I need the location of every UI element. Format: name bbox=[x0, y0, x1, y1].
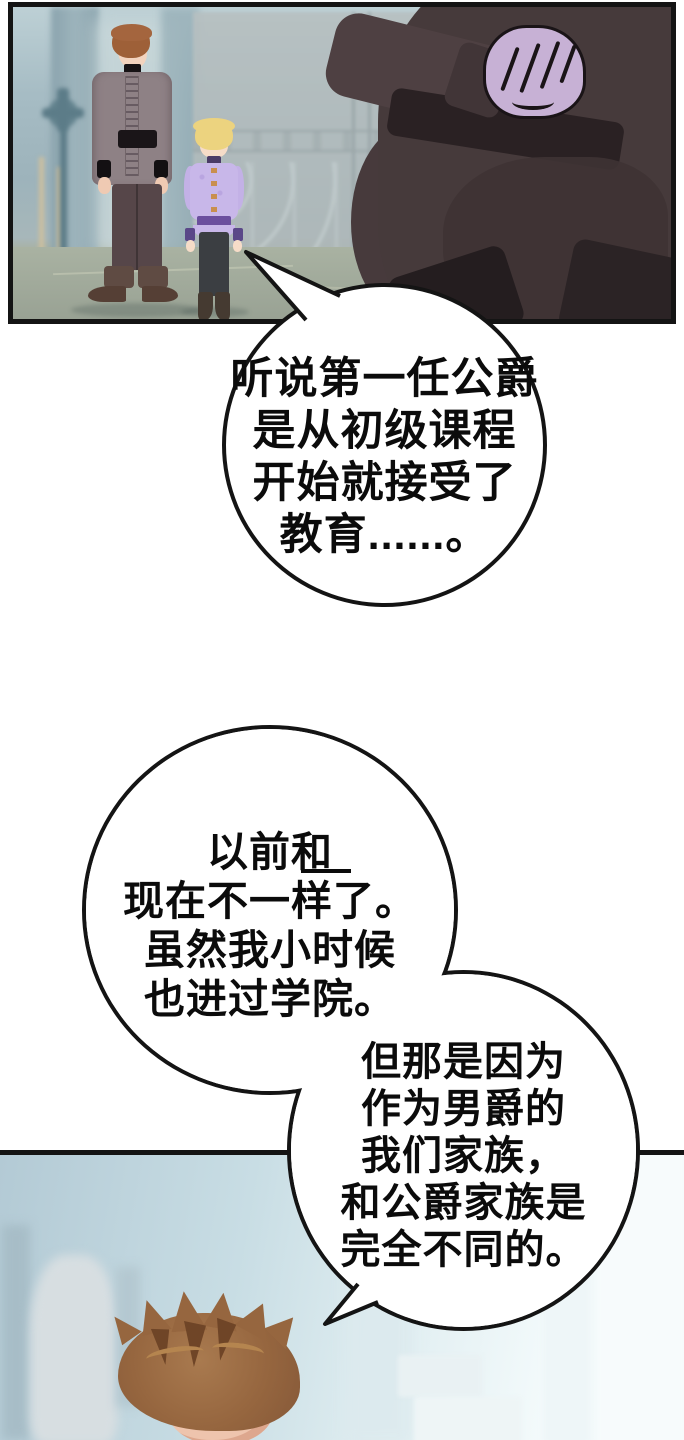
bubble-2-line: 也进过学院。 bbox=[144, 976, 396, 1022]
bubble-3-line: 但那是因为 bbox=[361, 1040, 566, 1084]
bubble-1-line: 听说第一任公爵 bbox=[230, 355, 539, 403]
bubble-2-line: 现在不一样了。 bbox=[123, 878, 417, 924]
comic-panel-top bbox=[8, 2, 676, 324]
boy-shirt-buttons bbox=[211, 168, 217, 216]
bubble-1-line: 是从初级课程 bbox=[252, 407, 517, 455]
fist-finger-crease bbox=[539, 40, 561, 90]
boy-boot bbox=[215, 292, 230, 319]
boy-figure bbox=[184, 118, 244, 319]
boy-collar bbox=[207, 156, 221, 165]
window-sill bbox=[398, 1355, 482, 1397]
boy-hand bbox=[186, 240, 195, 252]
fist-finger-crease bbox=[519, 42, 541, 94]
man-boot-cuff bbox=[104, 266, 134, 288]
background-frame bbox=[39, 157, 44, 277]
fist-thumb-line bbox=[512, 94, 554, 110]
speech-bubble-1 bbox=[222, 283, 547, 607]
candelabra-pole bbox=[60, 126, 67, 256]
man-trousers bbox=[112, 184, 162, 270]
bubble-2-line: 虽然我小时候 bbox=[144, 927, 396, 973]
clenched-fist bbox=[483, 25, 586, 119]
bubble-3-text: 但那是因为 作为男爵的 我们家族， 和公爵家族是 完全不同的。 bbox=[287, 976, 640, 1337]
speech-bubble-3-fill bbox=[291, 974, 636, 1327]
boy-cuff bbox=[233, 228, 243, 241]
emphasis-overline bbox=[301, 869, 351, 873]
protagonist-head bbox=[118, 1305, 313, 1440]
bubble-3-line: 完全不同的。 bbox=[340, 1228, 587, 1272]
boy-cuff bbox=[185, 228, 195, 241]
man-tunic-placket bbox=[125, 76, 139, 176]
boy-sash bbox=[197, 216, 231, 226]
foreground-figure bbox=[13, 7, 671, 319]
man-figure bbox=[88, 24, 178, 318]
man-hand bbox=[98, 177, 111, 194]
background-frame bbox=[57, 167, 62, 275]
man-cuff bbox=[154, 160, 168, 178]
boy-hand bbox=[233, 240, 242, 252]
bubble-3-line: 我们家族， bbox=[361, 1134, 566, 1178]
bubble-1-line: 教育......。 bbox=[279, 511, 490, 559]
background-statue bbox=[30, 1255, 118, 1440]
boy-trousers bbox=[199, 232, 229, 296]
bubble-2-text: 以前和 现在不一样了。 虽然我小时候 也进过学院。 bbox=[82, 741, 458, 1111]
man-cuff bbox=[97, 160, 111, 178]
boy-hair-fringe bbox=[193, 118, 235, 134]
man-shadow bbox=[71, 303, 203, 317]
bubble-2-line: 以前和 bbox=[207, 829, 333, 875]
man-trouser-seam bbox=[136, 184, 138, 270]
fist-finger-crease bbox=[500, 46, 520, 92]
man-boot bbox=[88, 286, 126, 302]
bubble-1-line: 开始就接受了 bbox=[252, 459, 517, 507]
boy-boot bbox=[198, 292, 213, 319]
bubble-3-line: 作为男爵的 bbox=[361, 1087, 566, 1131]
boy-shirt-hem bbox=[193, 225, 235, 236]
man-hair-fringe bbox=[111, 24, 152, 41]
man-belt bbox=[118, 130, 157, 148]
background-pillar bbox=[2, 1225, 30, 1440]
fist-finger-crease bbox=[559, 44, 577, 84]
candelabra-cross-arm bbox=[57, 88, 69, 132]
man-boot-cuff bbox=[138, 266, 168, 288]
bubble-3-line: 和公爵家族是 bbox=[340, 1181, 587, 1225]
bubble-1-text: 听说第一任公爵 是从初级课程 开始就接受了 教育......。 bbox=[222, 295, 547, 619]
window-sill bbox=[414, 1397, 522, 1440]
man-boot bbox=[142, 286, 178, 302]
